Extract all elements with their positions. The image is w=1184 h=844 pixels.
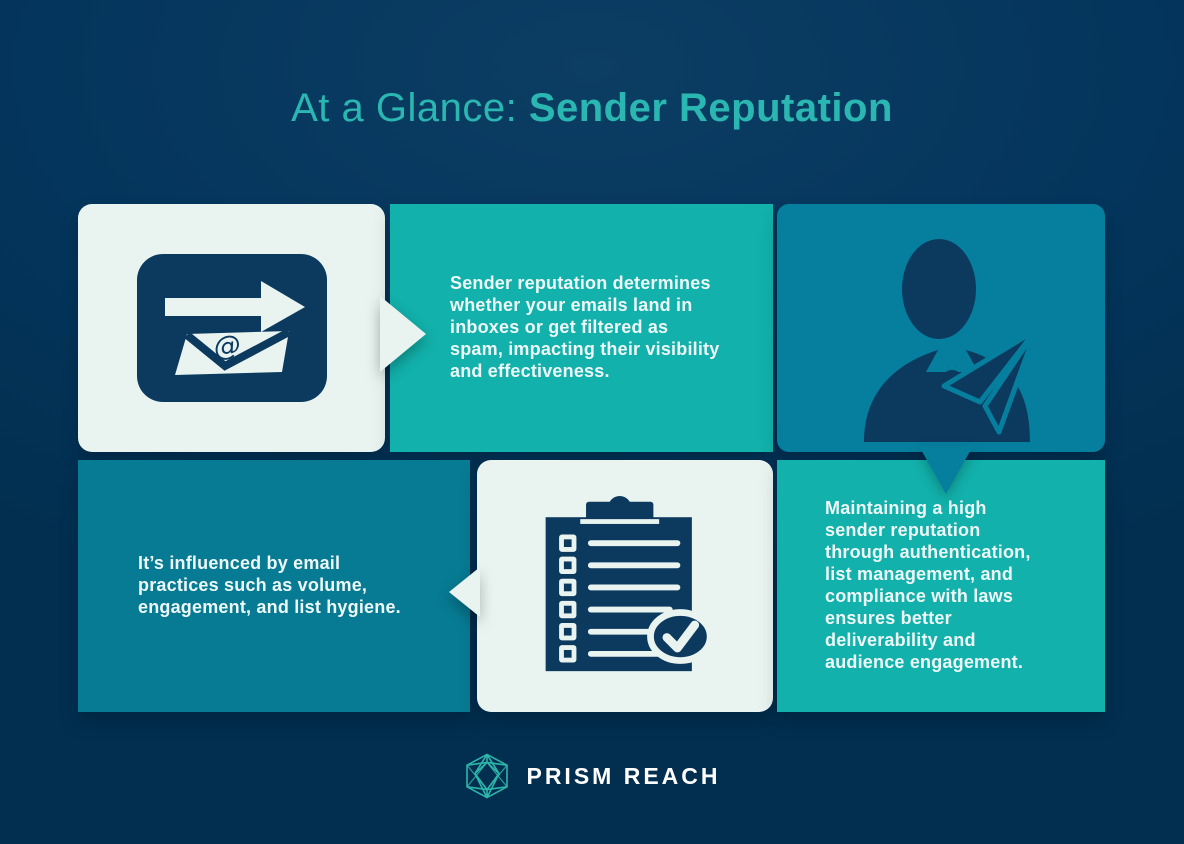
card-checklist — [477, 460, 773, 712]
influence-text: It’s influenced by email practices such … — [138, 553, 401, 617]
title-prefix: At a Glance: — [291, 86, 529, 130]
page-title: At a Glance: Sender Reputation — [0, 86, 1184, 131]
connector-arrow-down-icon — [919, 446, 973, 494]
brand-name: PRISM REACH — [526, 762, 721, 789]
title-highlight: Sender Reputation — [528, 86, 893, 130]
footer-brand: PRISM REACH — [0, 752, 1184, 800]
card-definition: Sender reputation determines whether you… — [390, 204, 773, 452]
connector-arrow-right-icon — [380, 296, 426, 372]
svg-text:@: @ — [211, 329, 242, 363]
email-send-icon: @ — [136, 254, 327, 402]
card-maintenance: Maintaining a high sender reputation thr… — [777, 460, 1105, 712]
checklist-clipboard-icon — [545, 496, 714, 672]
card-email-send: @ — [78, 204, 385, 452]
card-influence: It’s influenced by email practices such … — [78, 460, 470, 712]
businessman-paper-plane-icon — [864, 239, 1039, 442]
definition-text: Sender reputation determines whether you… — [450, 273, 720, 381]
connector-arrow-left-icon — [449, 567, 480, 617]
maintenance-text: Maintaining a high sender reputation thr… — [825, 498, 1031, 672]
prism-logo-icon — [466, 753, 509, 799]
